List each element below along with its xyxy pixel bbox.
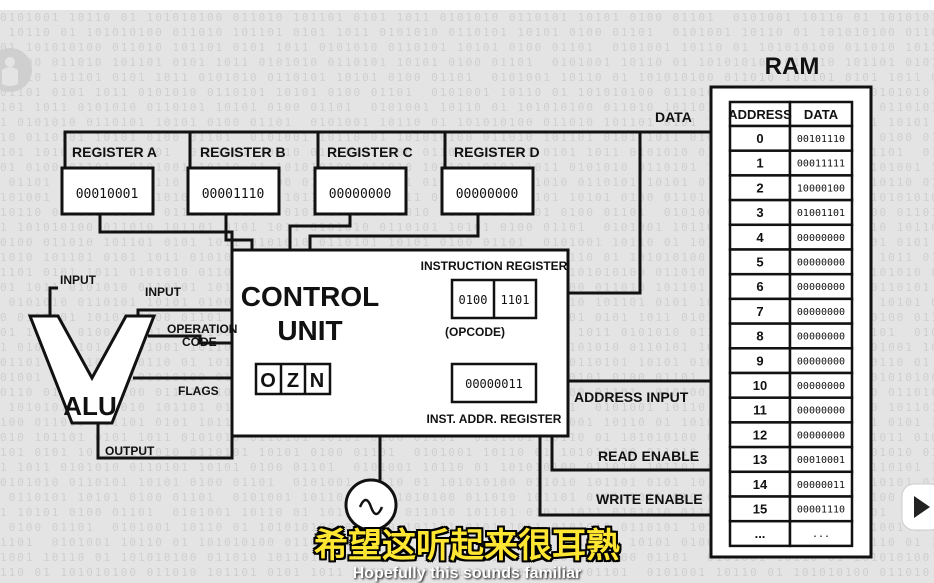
register-b: REGISTER B 00001110 bbox=[186, 144, 286, 216]
ram-row-data-cell bbox=[788, 248, 854, 276]
ram-row-address: 6 bbox=[756, 279, 763, 294]
ram-row-data-cell bbox=[788, 272, 854, 301]
ram-row-data-cell bbox=[788, 495, 854, 523]
control-unit-title-2: UNIT bbox=[277, 315, 342, 346]
operation-code-label-2: CODE bbox=[182, 335, 217, 349]
ram-row-address: 3 bbox=[756, 205, 763, 220]
inst-addr-register-box bbox=[450, 362, 538, 404]
ram-row-address: 7 bbox=[756, 304, 763, 319]
ram-row-address: 5 bbox=[756, 255, 763, 270]
register-d-label: REGISTER D bbox=[454, 144, 540, 160]
ram-header-address: ADDRESS bbox=[728, 107, 792, 122]
ram-row-address-cell bbox=[728, 149, 792, 177]
ram-row-address: 12 bbox=[753, 427, 767, 442]
ram-table: ADDRESS DATA 0 00101110 1 00011111 2 10000100 3 0… bbox=[728, 100, 854, 548]
flag-z: Z bbox=[287, 370, 299, 392]
ram-row-data: 00000011 bbox=[797, 480, 845, 491]
ram-row-address: 9 bbox=[756, 353, 763, 368]
ram-row-data: 00011111 bbox=[797, 159, 845, 170]
register-c-label: REGISTER C bbox=[327, 144, 413, 160]
operand-value: 1101 bbox=[501, 293, 530, 307]
ram-row-data-cell bbox=[788, 198, 854, 227]
register-d-value: 00000000 bbox=[456, 187, 519, 202]
ram-row-data: 00000000 bbox=[797, 332, 845, 343]
instruction-register-label: INSTRUCTION REGISTER bbox=[421, 259, 568, 273]
ram-row-data: 00000000 bbox=[797, 258, 845, 269]
register-c: REGISTER C 00000000 bbox=[313, 144, 413, 216]
ram-row-address: 13 bbox=[753, 452, 767, 467]
operation-code-label-1: OPERATION bbox=[167, 322, 237, 336]
opcode-value: 0100 bbox=[459, 293, 488, 307]
control-unit-title-1: CONTROL bbox=[241, 281, 379, 312]
ram-row-data-cell bbox=[788, 445, 854, 474]
alu-input-b-label: INPUT bbox=[145, 285, 182, 299]
register-c-value: 00000000 bbox=[329, 187, 392, 202]
ram-row-address: 11 bbox=[753, 403, 767, 418]
read-enable-label: READ ENABLE bbox=[598, 448, 699, 464]
flags-box bbox=[254, 362, 332, 396]
flags-label: FLAGS bbox=[178, 384, 219, 398]
register-b-label: REGISTER B bbox=[200, 144, 286, 160]
ram-row-data-cell bbox=[788, 421, 854, 449]
data-bus-label: DATA bbox=[655, 109, 692, 125]
ram-row-address: ... bbox=[755, 526, 766, 541]
output-label: OUTPUT bbox=[105, 444, 155, 458]
ram-row-data: ... bbox=[812, 529, 830, 540]
ram-row-data: 01001101 bbox=[797, 208, 845, 219]
ram-row-data-cell bbox=[788, 519, 854, 548]
ram-row-data-cell bbox=[788, 322, 854, 350]
ram-row-data: 00000000 bbox=[797, 381, 845, 392]
ram-row-address: 0 bbox=[756, 131, 763, 146]
play-button-icon[interactable] bbox=[900, 482, 934, 532]
flag-o: O bbox=[260, 370, 276, 392]
english-caption: Hopefully this sounds familiar bbox=[352, 565, 582, 582]
ram-row-data: 00000000 bbox=[797, 406, 845, 417]
register-b-value: 00001110 bbox=[202, 187, 265, 202]
inst-addr-register-value: 00000011 bbox=[465, 377, 523, 391]
alu-shape bbox=[27, 314, 157, 425]
chinese-subtitle: 希望这听起来很耳熟 bbox=[314, 526, 620, 566]
ram-row-address: 15 bbox=[753, 502, 767, 517]
ram-row-data: 00000000 bbox=[797, 430, 845, 441]
ram-row-address: 8 bbox=[756, 329, 763, 344]
ram-row-data: 00000000 bbox=[797, 307, 845, 318]
alu-label: ALU bbox=[63, 391, 116, 421]
ram-row-data: 00001110 bbox=[797, 505, 845, 516]
alu-input-a-label: INPUT bbox=[60, 273, 97, 287]
opcode-label: (OPCODE) bbox=[445, 325, 505, 339]
top-bar bbox=[0, 0, 934, 10]
register-a: REGISTER A 00010001 bbox=[60, 144, 157, 216]
ram-row-address-cell bbox=[728, 470, 792, 498]
ram-row-address: 1 bbox=[756, 156, 763, 171]
register-a-label: REGISTER A bbox=[72, 144, 157, 160]
ram-row-data: 00010001 bbox=[797, 455, 845, 466]
ram-row-data: 10000100 bbox=[797, 183, 845, 194]
ram-row-address-cell bbox=[728, 347, 792, 375]
write-enable-label: WRITE ENABLE bbox=[596, 491, 703, 507]
flag-n: N bbox=[310, 370, 324, 392]
pbs-logo-icon bbox=[0, 48, 32, 92]
ram-row-address: 14 bbox=[753, 477, 768, 492]
ram-row-address-cell bbox=[728, 519, 792, 548]
ram-row-address: 2 bbox=[756, 180, 763, 195]
ram-title: RAM bbox=[765, 53, 820, 80]
ram-row-data: 00101110 bbox=[797, 134, 845, 145]
ram-row-data-cell bbox=[788, 371, 854, 399]
ram-row-data: 00000000 bbox=[797, 233, 845, 244]
ram-row-data: 00000000 bbox=[797, 282, 845, 293]
ram-row-address: 10 bbox=[753, 378, 767, 393]
register-a-value: 00010001 bbox=[76, 187, 139, 202]
ram-header-data: DATA bbox=[804, 107, 839, 122]
ram-row-address: 4 bbox=[756, 230, 764, 245]
inst-addr-register-label: INST. ADDR. REGISTER bbox=[427, 412, 562, 426]
register-d: REGISTER D 00000000 bbox=[440, 144, 540, 216]
ram-row-data: 00000000 bbox=[797, 356, 845, 367]
address-input-label: ADDRESS INPUT bbox=[574, 389, 689, 405]
ram-row-data-cell bbox=[788, 149, 854, 177]
